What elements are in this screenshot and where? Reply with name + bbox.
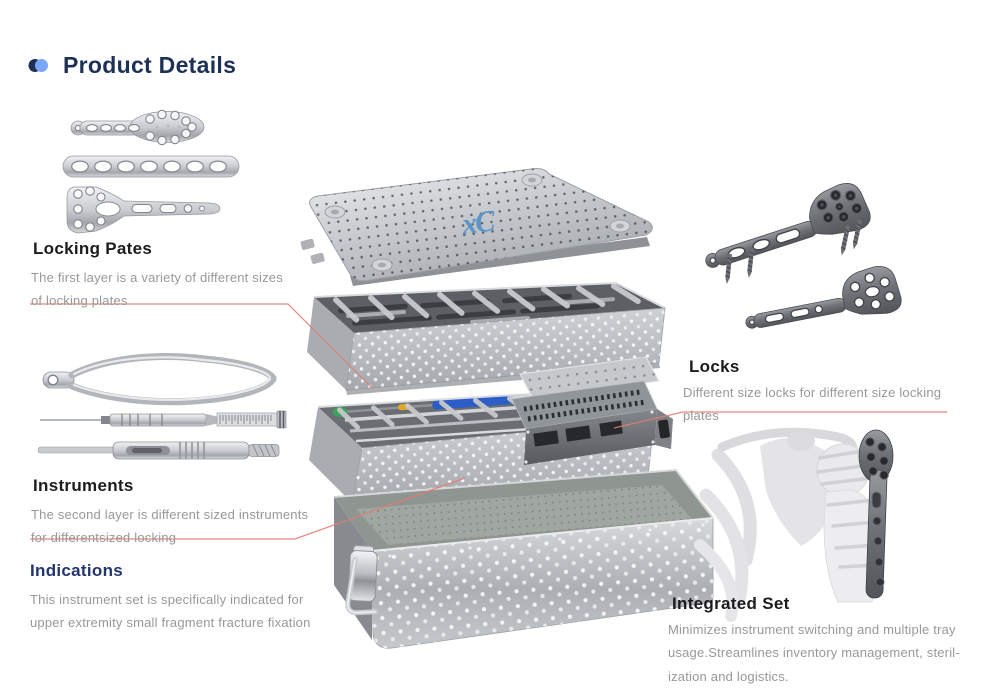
locks-photo: [705, 183, 902, 329]
brand-logo: xC: [459, 204, 498, 241]
integrated-set-title: Integrated Set: [672, 594, 790, 613]
section-locking-plates: Locking Pates The first layer is a varie…: [31, 239, 283, 313]
locks-title: Locks: [689, 357, 740, 376]
connector-line-locks: [613, 411, 947, 429]
section-indications: Indications This instrument set is speci…: [30, 561, 311, 635]
case-latch: [345, 545, 378, 616]
locking-plates-photo: [62, 109, 240, 234]
instruments-description: The second layer is different sized inst…: [31, 507, 309, 546]
indications-title: Indications: [30, 561, 124, 580]
locking-plates-title: Locking Pates: [33, 239, 153, 258]
locking-plates-description: The first layer is a variety of differen…: [31, 270, 283, 309]
plates-tray-illustration: [307, 281, 666, 395]
case-bottom-illustration: [333, 468, 714, 649]
connector-line-instruments: [30, 477, 466, 540]
connector-line-locking-plates: [30, 303, 373, 389]
locks-description: Different size locks for different size …: [683, 385, 942, 424]
shoulder-implant-photo: [694, 427, 894, 622]
integrated-set-description: Minimizes instrument switching and multi…: [668, 622, 960, 684]
page-header: Product Details: [28, 52, 236, 79]
instruments-title: Instruments: [33, 476, 134, 495]
screw-caddy-illustration: [511, 356, 673, 465]
instruments-photo: [37, 353, 287, 460]
page-title: Product Details: [63, 52, 237, 78]
section-locks: Locks Different size locks for different…: [683, 357, 941, 428]
section-integrated-set: Integrated Set Minimizes instrument swit…: [668, 594, 960, 688]
indications-description: This instrument set is specifically indi…: [30, 592, 311, 631]
section-instruments: Instruments The second layer is differen…: [31, 476, 308, 550]
product-details-icon: [28, 58, 50, 73]
exploded-case-photo: xC: [300, 168, 714, 649]
lid-illustration: xC: [300, 168, 653, 286]
